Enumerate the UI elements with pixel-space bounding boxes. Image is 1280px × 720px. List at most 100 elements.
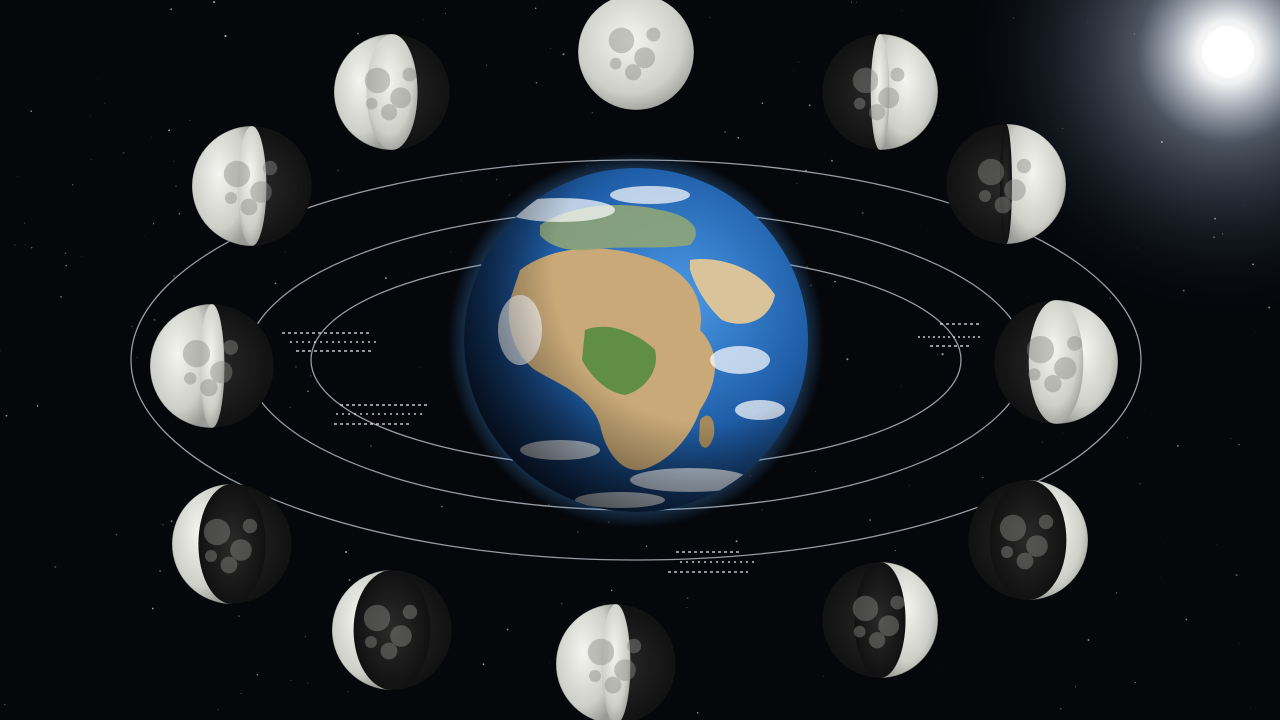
star [937, 353, 938, 355]
star [675, 678, 677, 680]
star [982, 476, 984, 479]
star [30, 110, 33, 113]
star [370, 445, 372, 447]
star [737, 136, 740, 139]
star [856, 1, 857, 3]
star [72, 184, 74, 186]
star [173, 160, 175, 162]
star [496, 179, 498, 181]
star [198, 430, 200, 432]
star [814, 471, 816, 472]
star [81, 255, 83, 257]
tick-cluster-left-lower [334, 404, 430, 425]
star [792, 71, 794, 72]
star [304, 635, 307, 638]
star [151, 136, 153, 138]
star [550, 48, 551, 49]
star [0, 350, 1, 352]
star [189, 120, 191, 121]
star [122, 151, 125, 154]
moon-waxing-gibbous-1 [993, 299, 1119, 425]
star [901, 385, 902, 387]
star [337, 169, 339, 172]
star [115, 533, 118, 536]
star [441, 453, 442, 455]
star [419, 367, 420, 368]
star [294, 365, 297, 368]
star [173, 275, 176, 277]
star [347, 691, 349, 693]
star [508, 194, 511, 196]
star [60, 295, 62, 298]
star [909, 484, 910, 486]
moon-waning-gibbous-2 [191, 125, 313, 247]
star [1127, 437, 1128, 438]
star [422, 19, 424, 21]
star [315, 543, 317, 544]
star [460, 179, 462, 181]
star [384, 277, 387, 280]
star [761, 509, 763, 511]
star [808, 104, 811, 107]
star [1144, 409, 1145, 410]
star [1230, 438, 1232, 440]
star [1075, 686, 1077, 688]
star [215, 26, 217, 28]
star [175, 185, 177, 187]
star [1139, 483, 1141, 485]
earth [448, 152, 824, 528]
star [696, 712, 699, 714]
star [1250, 707, 1252, 709]
star [136, 356, 138, 358]
star [4, 703, 6, 706]
star [798, 61, 800, 63]
star [562, 53, 565, 56]
star [1109, 297, 1111, 299]
star [143, 236, 145, 237]
orbit-tick-marks [282, 323, 982, 573]
star [1134, 681, 1136, 684]
star [65, 265, 67, 267]
star [307, 390, 309, 393]
star [869, 519, 872, 522]
star [823, 675, 824, 677]
star [1138, 334, 1140, 336]
star [353, 421, 355, 422]
star [796, 182, 798, 184]
star [1103, 409, 1105, 411]
star [1027, 296, 1028, 297]
star [170, 8, 173, 11]
star [724, 130, 727, 133]
star [1059, 707, 1062, 710]
star [517, 160, 519, 162]
star [937, 114, 939, 116]
star [1041, 441, 1044, 443]
star [894, 549, 897, 552]
star [161, 523, 164, 526]
star [98, 634, 100, 635]
star [289, 406, 291, 408]
star [591, 112, 593, 114]
star [645, 545, 648, 547]
moon-waning-gibbous-1 [333, 33, 451, 151]
moon-waning-crescent-1 [171, 483, 293, 605]
star [577, 531, 579, 533]
star [224, 35, 227, 38]
star [290, 679, 292, 681]
star [5, 414, 8, 417]
moon-waxing-crescent-1 [821, 561, 939, 679]
star [686, 606, 688, 608]
star [159, 570, 162, 573]
moon-waning-crescent-2 [331, 569, 453, 691]
star [178, 213, 181, 215]
tick-cluster-right [918, 323, 982, 347]
star [1238, 444, 1240, 446]
star [170, 520, 173, 522]
star [274, 282, 277, 285]
star [151, 607, 154, 610]
star [317, 347, 318, 348]
star [709, 16, 711, 18]
star [1163, 541, 1165, 543]
tick-cluster-bottom [668, 551, 754, 573]
